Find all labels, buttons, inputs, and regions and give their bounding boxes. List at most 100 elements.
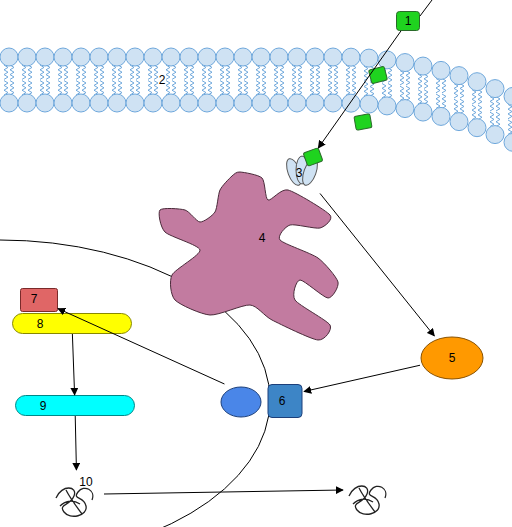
lipid-head [72,48,90,66]
entry-line [420,0,432,16]
lipid-tail [352,65,356,79]
lipid-head [468,119,486,137]
lipid-tail [256,65,260,79]
lipid-tail [310,65,314,79]
lipid-tail [328,81,332,95]
lipid-head [162,48,180,66]
lipid-tail [274,65,278,79]
lipid-tail [442,78,446,92]
lipid-head [504,133,512,151]
lipid-tail [418,90,422,104]
lipid-tail [64,81,68,95]
lipid-tail [220,65,224,79]
lipid-tail [112,65,116,79]
lipid-tail [244,65,248,79]
lipid-head [360,95,378,113]
lipid-tail [94,81,98,95]
lipid-tail [226,81,230,95]
lipid-tail [418,74,422,88]
lipid-tail [136,81,140,95]
callout-number: 1 [405,15,412,27]
flow-arrow [58,309,224,384]
lipid-tail [118,81,122,95]
callout-number: 2 [159,74,166,86]
hormone-molecule [354,114,372,131]
lipid-tail [490,97,494,111]
lipid-tail [334,81,338,95]
callout-number: 4 [259,232,266,244]
lipid-head [90,48,108,66]
lipid-head [414,103,432,121]
lipid-tail [460,84,464,98]
membrane-band: 2 [0,40,512,145]
lipid-head [270,94,288,112]
lipid-tail [40,81,44,95]
lipid-head [252,94,270,112]
callout-number: 8 [37,318,44,330]
lipid-tail [436,78,440,92]
lipid-tail [262,65,266,79]
lipid-tail [382,84,386,98]
lipid-tail [202,81,206,95]
orange-ellipse [421,337,483,379]
lipid-head [36,48,54,66]
lipid-head [414,57,432,75]
lipid-tail [238,65,242,79]
lipid-tail [10,81,14,95]
protein-ribbon: 10 [52,470,102,522]
lipid-tail [40,65,44,79]
flow-arrow [75,416,76,470]
node-outline [220,384,304,418]
protein-blob [159,172,338,340]
lipid-tail [28,65,32,79]
lipid-head [252,48,270,66]
yellow-bar: 8 [12,313,132,334]
lipid-head [432,61,450,79]
lipid-tail [184,81,188,95]
lipid-tail [46,81,50,95]
lipid-tail [292,65,296,79]
lipid-tail [400,71,404,85]
callout-number: 9 [40,400,47,412]
lipid-tail [406,86,410,100]
lipid-head [72,94,90,112]
lipid-tail [316,65,320,79]
receptor-shape: 3 [284,148,320,194]
lipid-head [144,94,162,112]
cyan-bar: 9 [15,395,135,416]
lipid-head [324,94,342,112]
lipid-tail [46,65,50,79]
lipid-head [504,87,512,105]
lipid-tail [298,65,302,79]
hormone-box: 1 [396,11,420,31]
lipid-tail [508,104,512,118]
lipid-head [468,73,486,91]
lipid-head [306,94,324,112]
node-outline [20,288,58,312]
lipid-tail [166,65,170,79]
protein-ribbon [56,488,93,516]
lipid-tail [388,68,392,82]
lipid-tail [262,81,266,95]
lipid-head [54,94,72,112]
lipid-head [486,126,504,144]
lipid-tail [424,90,428,104]
lipid-head [144,48,162,66]
lipid-tail [472,105,476,119]
node-outline [12,313,132,334]
hormone-molecule [368,66,387,84]
lipid-tail [58,65,62,79]
lipid-head [270,48,288,66]
lipid-tail [328,65,332,79]
lipid-head [54,48,72,66]
lipid-head [486,80,504,98]
lipid-tail [244,81,248,95]
lipid-tail [190,81,194,95]
lipid-tail [148,65,152,79]
lipid-tail [316,81,320,95]
lipid-head [108,94,126,112]
red-box: 7 [20,288,58,312]
lipid-tail [478,90,482,104]
lipid-tail [94,65,98,79]
lipid-tail [274,81,278,95]
